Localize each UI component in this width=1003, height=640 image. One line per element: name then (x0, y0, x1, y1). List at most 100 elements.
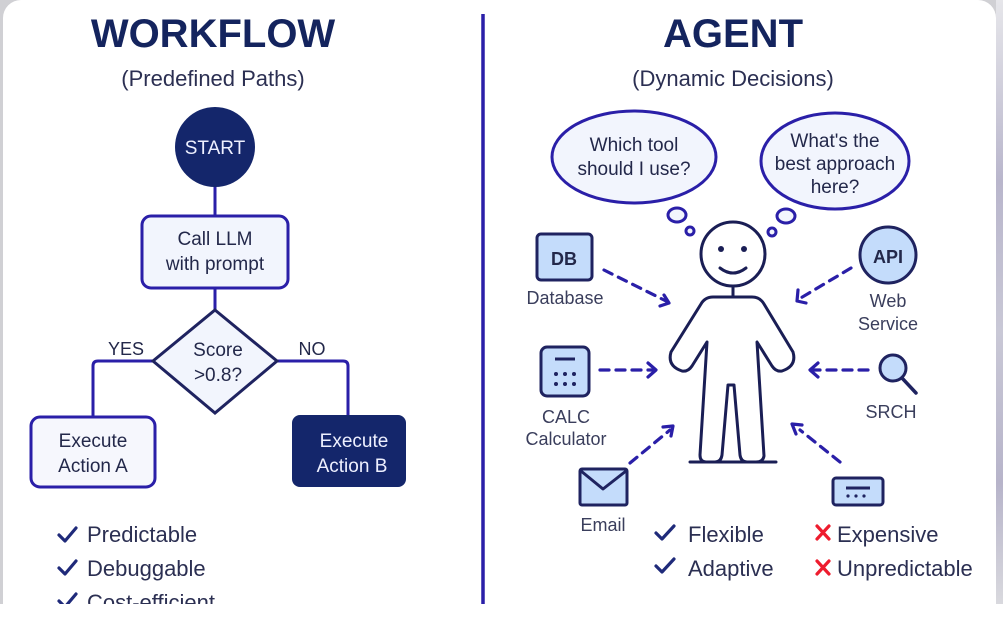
workflow-pro-text: Debuggable (87, 556, 206, 581)
email-icon-flap (580, 469, 627, 491)
agent-title: AGENT (663, 12, 803, 56)
calculator-keys (554, 372, 576, 386)
thought-1-line1: Which tool (590, 135, 679, 156)
action-a-line2: Action A (58, 456, 128, 477)
arrowhead-icon (658, 293, 671, 308)
database-icon-text: DB (551, 249, 577, 269)
agent-head (699, 220, 767, 288)
thought-1-line2: should I use? (577, 159, 690, 180)
search-icon (878, 353, 908, 383)
api-label-line2: Service (858, 314, 918, 334)
agent-subtitle: (Dynamic Decisions) (632, 66, 834, 91)
start-circle (175, 107, 255, 187)
workflow-pro-item: Debuggable (57, 556, 206, 581)
workflow-pro-item: Predictable (57, 522, 197, 547)
decision-line1: Score (193, 340, 243, 361)
agent-panel: AGENT (Dynamic Decisions) Which tool sho… (525, 12, 972, 581)
search-icon-handle (900, 376, 918, 395)
tool-card (790, 422, 885, 507)
llm-node-line1: Call LLM (178, 229, 253, 250)
agent-cons-list: Expensive Unpredictable (815, 522, 973, 581)
database-icon (535, 232, 594, 282)
arrowhead-icon (795, 288, 808, 305)
decision-node: Score >0.8? (150, 308, 280, 415)
action-b-node: Execute Action B (292, 415, 406, 487)
tool-email: Email (578, 424, 675, 535)
tool-api: API Web Service (795, 225, 918, 334)
infographic-card (3, 0, 996, 640)
decision-line2: >0.8? (194, 365, 242, 386)
agent-body (668, 295, 796, 464)
thought-bubble-tool: Which tool should I use? (550, 109, 718, 237)
agent-figure-icon (668, 220, 796, 464)
agent-pro-text: Adaptive (688, 556, 774, 581)
calculator-label-line1: CALC (542, 407, 590, 427)
thought-dot-small (766, 226, 778, 238)
llm-node-box (140, 214, 290, 290)
cross-icon (815, 559, 831, 576)
arrow-database (602, 268, 670, 304)
agent-pro-item: Flexible (654, 522, 764, 547)
database-label: Database (526, 288, 603, 308)
action-b-line2: Action B (317, 456, 388, 477)
card-icon (831, 476, 885, 507)
tool-database: DB Database (526, 232, 671, 308)
card-icon-dots (846, 494, 866, 498)
arrow-email (628, 428, 672, 465)
agent-con-text: Expensive (837, 522, 939, 547)
tool-search: SRCH (808, 353, 918, 422)
arrowhead-icon (646, 361, 658, 379)
workflow-pro-text: Cost-efficient (87, 590, 215, 604)
tool-calculator: CALC Calculator (525, 345, 658, 449)
agent-pro-text: Flexible (688, 522, 764, 547)
workflow-pro-item: Cost-efficient (57, 590, 215, 604)
check-icon (57, 559, 78, 576)
calculator-icon (539, 345, 591, 398)
arrowhead-icon (808, 361, 820, 379)
action-a-box (29, 415, 157, 489)
check-icon (57, 592, 78, 604)
thought-dot-large (666, 206, 688, 224)
search-label: SRCH (865, 402, 916, 422)
thought-2-line3: here? (811, 177, 860, 198)
connector-yes (91, 359, 153, 418)
agent-pro-item: Adaptive (654, 556, 774, 581)
comparison-diagram: WORKFLOW (Predefined Paths) START Call L… (29, 12, 973, 604)
action-a-line1: Execute (59, 431, 128, 452)
api-label-line1: Web (870, 291, 907, 311)
thought-bubble-approach: What's the best approach here? (759, 111, 911, 238)
action-b-box (292, 415, 406, 487)
arrow-card (798, 428, 842, 464)
llm-node: Call LLM with prompt (140, 214, 290, 290)
thought-2-line1: What's the (790, 131, 879, 152)
email-label: Email (580, 515, 625, 535)
workflow-pros-list: Predictable Debuggable Cost-efficient (57, 522, 215, 604)
workflow-panel: WORKFLOW (Predefined Paths) START Call L… (29, 12, 406, 604)
thought-dot-small (684, 225, 696, 237)
cross-icon (815, 524, 831, 541)
start-label: START (185, 138, 246, 159)
check-icon (57, 526, 78, 543)
api-icon (858, 225, 918, 285)
agent-eye (718, 246, 724, 252)
agent-con-item: Unpredictable (815, 556, 973, 581)
thought-2-line2: best approach (775, 154, 895, 175)
agent-smile (718, 266, 748, 275)
action-a-node: Execute Action A (29, 415, 157, 489)
arrowhead-icon (661, 424, 675, 438)
yes-label: YES (108, 339, 144, 359)
agent-con-text: Unpredictable (837, 556, 973, 581)
arrow-api (797, 266, 853, 301)
no-label: NO (299, 339, 326, 359)
agent-pros-list: Flexible Adaptive (654, 522, 774, 581)
workflow-pro-text: Predictable (87, 522, 197, 547)
thought-bubble-1 (550, 109, 718, 205)
workflow-subtitle: (Predefined Paths) (121, 66, 304, 91)
connector-no (277, 359, 350, 418)
action-b-line1: Execute (320, 431, 389, 452)
arrowhead-icon (790, 422, 804, 436)
check-icon (654, 524, 676, 541)
start-node: START (175, 107, 255, 187)
workflow-title: WORKFLOW (91, 12, 336, 56)
decision-diamond (150, 308, 280, 415)
